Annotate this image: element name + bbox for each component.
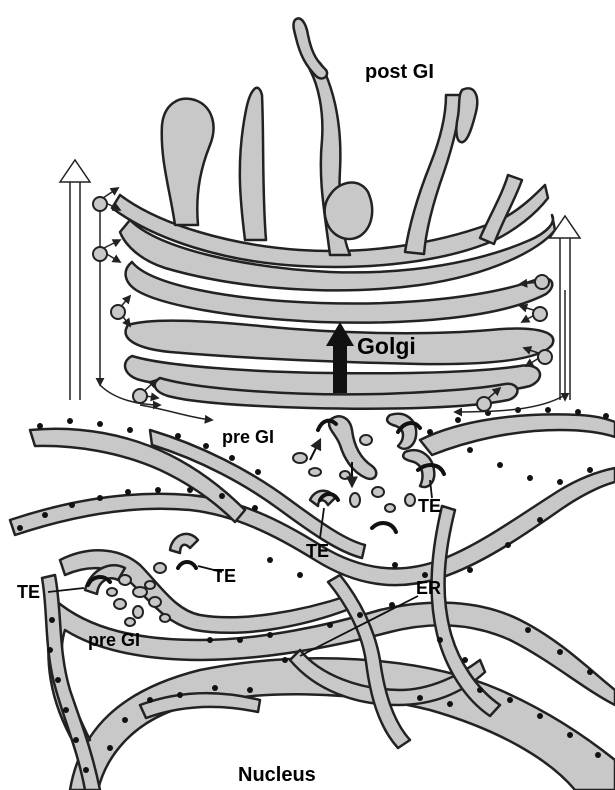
trans-tubule-4 xyxy=(405,95,460,254)
label-post-gi: post GI xyxy=(365,61,434,83)
pre-gi-tubule-2 xyxy=(387,414,416,449)
post-gi-tubule-b xyxy=(456,88,477,142)
label-er: ER xyxy=(416,578,441,598)
label-nucleus: Nucleus xyxy=(238,764,316,786)
er-right-arm xyxy=(420,414,615,455)
trans-tubule-1 xyxy=(162,99,214,225)
trans-tubule-2 xyxy=(240,88,266,240)
er-bud-mid xyxy=(170,534,198,553)
trans-fenestrated xyxy=(325,183,373,239)
label-pre-gi-bottom: pre GI xyxy=(88,630,140,650)
label-golgi: Golgi xyxy=(357,333,416,359)
label-te-left: TE xyxy=(17,582,40,602)
label-te-center: TE xyxy=(306,541,329,561)
label-te-mid: TE xyxy=(213,566,236,586)
label-te-right: TE xyxy=(418,496,441,516)
label-pre-gi-top: pre GI xyxy=(222,427,274,447)
er-left-lobe xyxy=(60,550,352,632)
post-gi-tubule-a xyxy=(293,18,327,78)
golgi-stack xyxy=(112,18,555,487)
